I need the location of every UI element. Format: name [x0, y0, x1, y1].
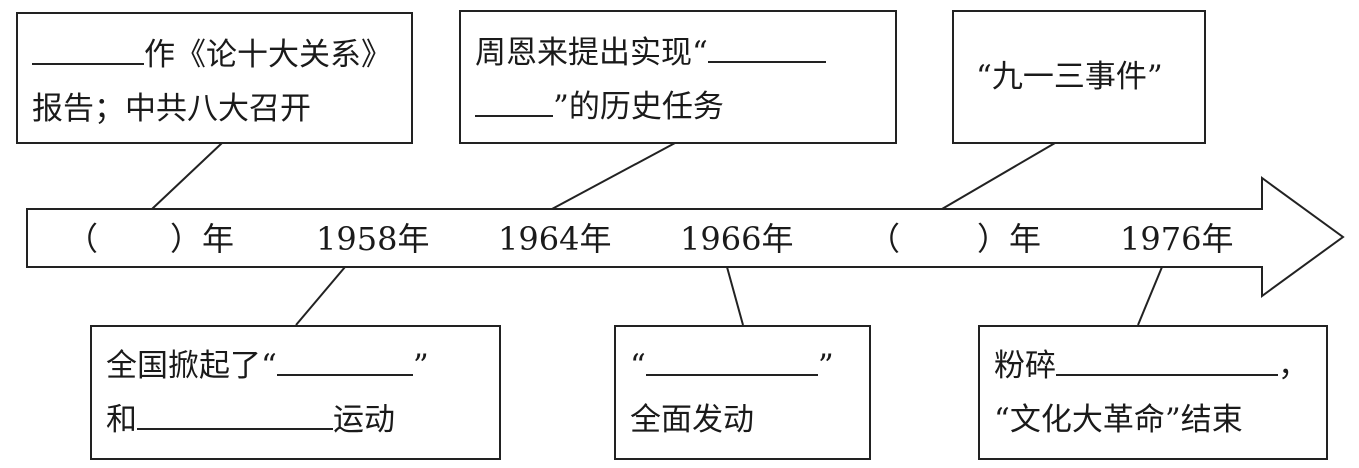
connector-line — [726, 266, 744, 326]
event-text: ” — [412, 348, 429, 384]
event-line: 和 运动 — [106, 393, 491, 447]
event-line: “九一三事件” — [976, 59, 1163, 95]
event-text: ， — [1278, 348, 1309, 384]
answer-blank — [475, 85, 553, 117]
event-box-1956: 作《论十大关系》 报告；中共八大召开 — [16, 12, 413, 144]
event-line: 全面发动 — [630, 402, 754, 438]
year-blank-close: ）年 — [977, 220, 1042, 258]
event-line: “” — [630, 339, 861, 393]
event-text: ”的历史任务 — [553, 89, 724, 125]
event-box-1976: 粉碎 ， “文化大革命”结束 — [978, 325, 1328, 460]
year-blank-open: （ — [868, 220, 901, 258]
event-box-1966: “” 全面发动 — [614, 325, 871, 460]
event-line: 全国掀起了“ ” — [106, 339, 491, 393]
event-text: ” — [817, 348, 834, 384]
event-line: 报告；中共八大召开 — [32, 91, 311, 127]
connector-line — [551, 142, 676, 210]
event-text: 全国掀起了“ — [106, 348, 277, 384]
event-line: 作《论十大关系》 — [32, 28, 403, 82]
answer-blank — [645, 344, 818, 376]
year-label-1976: 1976年 — [1120, 220, 1234, 258]
event-box-1964: 周恩来提出实现“ ”的历史任务 — [459, 10, 897, 144]
connector-line — [941, 142, 1056, 210]
year-label-1964: 1964年 — [498, 220, 612, 258]
year-label-1958: 1958年 — [316, 220, 430, 258]
year-label-1966: 1966年 — [680, 220, 794, 258]
event-box-1971: “九一三事件” — [952, 10, 1206, 144]
year-blank-close: ）年 — [170, 220, 235, 258]
event-line: ”的历史任务 — [475, 80, 887, 134]
event-text: 粉碎 — [994, 348, 1056, 384]
answer-blank — [707, 31, 826, 63]
event-line: “文化大革命”结束 — [994, 402, 1243, 438]
answer-blank — [32, 33, 144, 65]
event-box-1958: 全国掀起了“ ” 和 运动 — [90, 325, 501, 460]
connector-line — [295, 266, 346, 326]
connector-line — [151, 142, 223, 210]
event-line: 周恩来提出实现“ — [475, 26, 887, 80]
answer-blank — [1056, 344, 1278, 376]
event-text: 和 — [106, 402, 137, 438]
event-text: 作《论十大关系》 — [144, 37, 392, 73]
answer-blank — [137, 398, 333, 430]
event-text: 周恩来提出实现“ — [475, 35, 708, 71]
year-blank-open: （ — [66, 220, 99, 258]
event-text: “ — [630, 348, 646, 384]
event-text: 运动 — [333, 402, 395, 438]
answer-blank — [276, 344, 413, 376]
connector-line — [1137, 266, 1163, 326]
event-line: 粉碎 ， — [994, 339, 1318, 393]
timeline-arrow — [26, 176, 1345, 298]
